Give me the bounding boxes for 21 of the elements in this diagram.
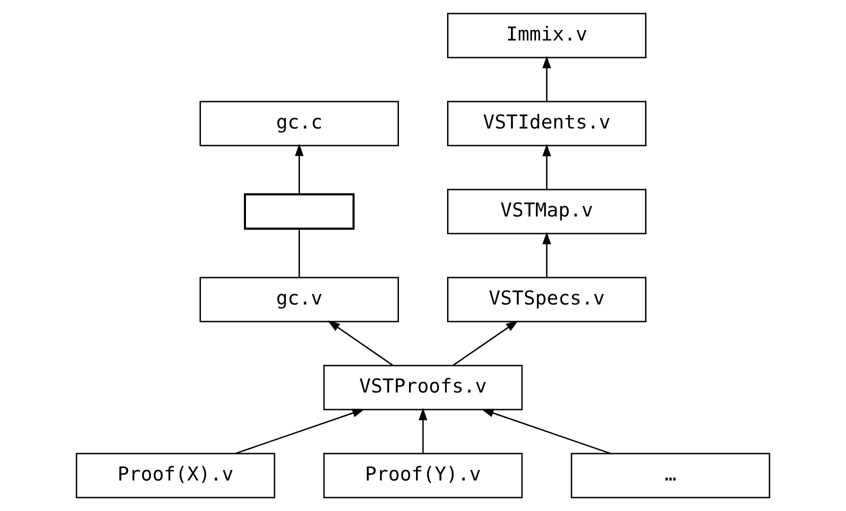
arrow <box>542 232 552 278</box>
arrow <box>542 56 552 102</box>
node-box: VSTMap.v <box>447 188 646 234</box>
connector <box>298 228 300 278</box>
node-box: VSTIdents.v <box>447 100 646 146</box>
node-box: VSTSpecs.v <box>447 276 646 322</box>
node-box: VSTProofs.v <box>323 364 523 410</box>
arrow <box>452 320 518 366</box>
arrow <box>418 408 428 454</box>
node-box: … <box>570 452 770 498</box>
node-box: Proof(X).v <box>76 452 276 498</box>
node-box <box>244 193 355 230</box>
node-box: gc.c <box>200 100 399 146</box>
arrow <box>542 144 552 190</box>
arrow <box>328 320 394 366</box>
arrow <box>294 144 304 194</box>
arrow <box>235 408 365 454</box>
node-box: Immix.v <box>447 12 646 58</box>
node-box: gc.v <box>200 276 399 322</box>
node-box: Proof(Y).v <box>323 452 523 498</box>
arrow <box>481 408 611 454</box>
